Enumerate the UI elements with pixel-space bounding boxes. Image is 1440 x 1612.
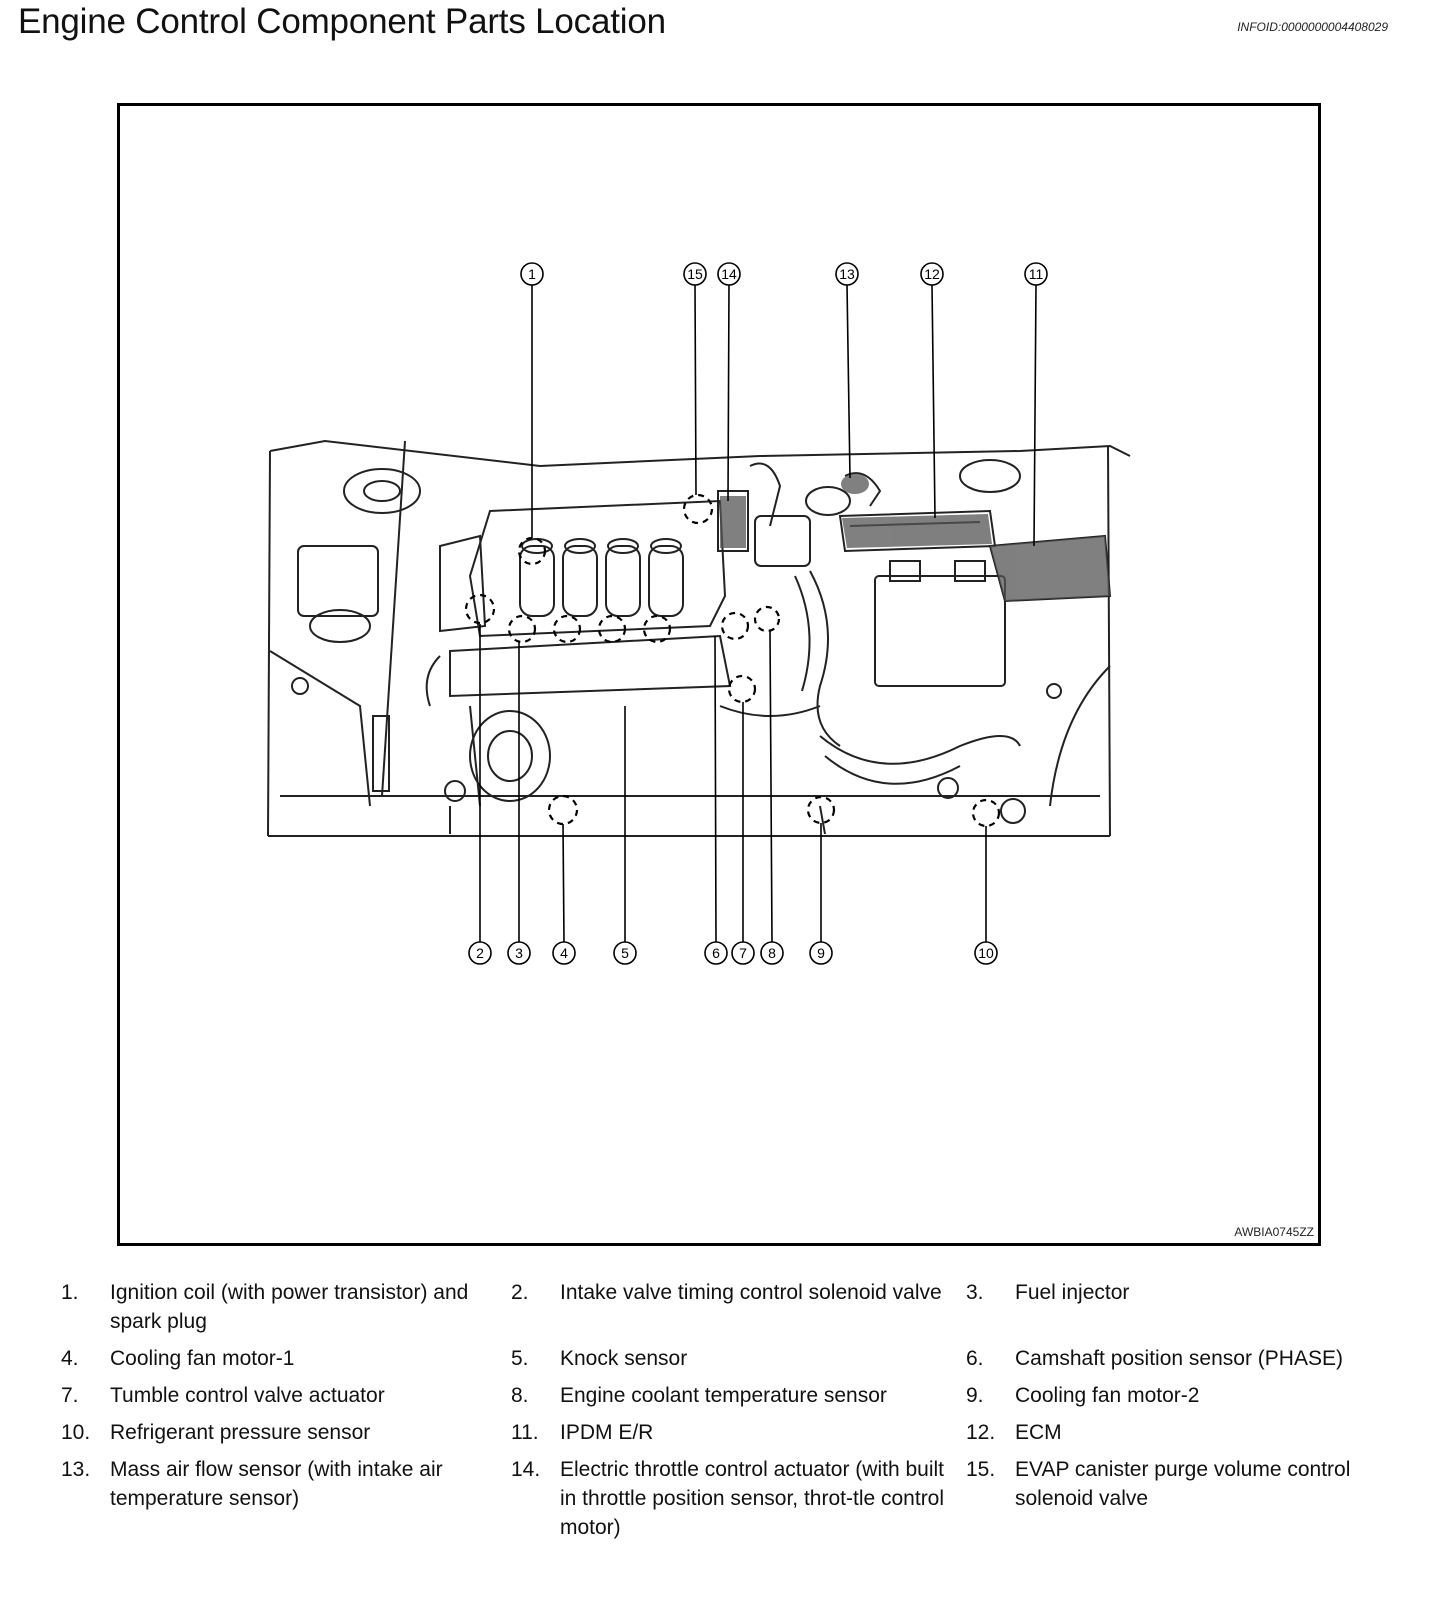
legend-item: 4. Cooling fan motor-1	[55, 1344, 505, 1373]
callout-9: 9	[809, 941, 833, 965]
legend-item: 13. Mass air flow sensor (with intake air…	[55, 1455, 505, 1542]
legend-number: 2.	[511, 1281, 529, 1304]
legend-text: IPDM E/R	[560, 1421, 654, 1444]
legend-number: 4.	[61, 1347, 79, 1370]
legend-number: 14.	[511, 1458, 541, 1481]
engine-diagram: 1 15 14 13 12 11 2 3 4 5 6 7 8 9 10 AWBI…	[117, 103, 1321, 1246]
legend-text: Knock sensor	[560, 1347, 688, 1370]
legend-number: 7.	[61, 1384, 79, 1407]
legend-item: 14. Electric throttle control actuator (w…	[505, 1455, 960, 1542]
svg-text:1: 1	[528, 266, 536, 282]
callout-12: 12	[920, 262, 944, 286]
legend-row: 10. Refrigerant pressure sensor 11. IPDM E…	[55, 1418, 1395, 1447]
svg-text:9: 9	[817, 945, 825, 961]
legend-text: EVAP canister purge volume control solen…	[1015, 1458, 1351, 1510]
legend-item: 10. Refrigerant pressure sensor	[55, 1418, 505, 1447]
engine-bay-outline	[267, 439, 1131, 837]
page-title: Engine Control Component Parts Location	[18, 2, 666, 41]
engine-drawing: 1 15 14 13 12 11 2 3 4 5 6 7 8 9 10	[267, 262, 1131, 965]
svg-text:14: 14	[721, 266, 737, 282]
parts-legend: 1. Ignition coil (with power transistor) …	[55, 1278, 1395, 1550]
legend-number: 9.	[966, 1384, 984, 1407]
legend-item: 9. Cooling fan motor-2	[960, 1381, 1395, 1410]
legend-text: Camshaft position sensor (PHASE)	[1015, 1347, 1343, 1370]
callout-7: 7	[731, 941, 755, 965]
legend-item: 11. IPDM E/R	[505, 1418, 960, 1447]
legend-text: Engine coolant temperature sensor	[560, 1384, 887, 1407]
callout-11: 11	[1024, 262, 1048, 286]
svg-text:15: 15	[687, 266, 703, 282]
legend-number: 8.	[511, 1384, 529, 1407]
legend-number: 1.	[61, 1281, 79, 1304]
svg-text:7: 7	[739, 945, 747, 961]
callout-13: 13	[835, 262, 859, 286]
legend-number: 13.	[61, 1458, 91, 1481]
info-id: INFOID:0000000004408029	[1237, 20, 1388, 34]
legend-text: Refrigerant pressure sensor	[110, 1421, 371, 1444]
legend-number: 15.	[966, 1458, 996, 1481]
legend-text: Fuel injector	[1015, 1281, 1130, 1304]
legend-text: ECM	[1015, 1421, 1062, 1444]
callout-8: 8	[760, 941, 784, 965]
svg-text:13: 13	[839, 266, 855, 282]
legend-number: 6.	[966, 1347, 984, 1370]
legend-item: 8. Engine coolant temperature sensor	[505, 1381, 960, 1410]
callout-3: 3	[507, 941, 531, 965]
svg-text:5: 5	[621, 945, 629, 961]
svg-text:10: 10	[978, 945, 994, 961]
svg-text:11: 11	[1029, 266, 1044, 282]
svg-text:3: 3	[515, 945, 523, 961]
figure-code: AWBIA0745ZZ	[1234, 1225, 1314, 1239]
legend-number: 10.	[61, 1421, 91, 1444]
legend-text: Cooling fan motor-1	[110, 1347, 295, 1370]
callout-5: 5	[613, 941, 637, 965]
svg-text:12: 12	[924, 266, 940, 282]
legend-row: 7. Tumble control valve actuator 8. Engine…	[55, 1381, 1395, 1410]
legend-text: Intake valve timing control solenoid val…	[560, 1281, 942, 1304]
legend-row: 1. Ignition coil (with power transistor) …	[55, 1278, 1395, 1336]
legend-item: 5. Knock sensor	[505, 1344, 960, 1373]
legend-text: Ignition coil (with power transistor) an…	[110, 1281, 469, 1333]
legend-number: 5.	[511, 1347, 529, 1370]
legend-text: Tumble control valve actuator	[110, 1384, 385, 1407]
svg-text:8: 8	[768, 945, 776, 961]
callout-1: 1	[520, 262, 544, 286]
shaded-components	[720, 474, 1110, 601]
legend-item: 15. EVAP canister purge volume control so…	[960, 1455, 1395, 1542]
legend-item: 2. Intake valve timing control solenoid v…	[505, 1278, 960, 1336]
legend-text: Cooling fan motor-2	[1015, 1384, 1200, 1407]
legend-number: 11.	[511, 1421, 539, 1444]
legend-number: 3.	[966, 1281, 984, 1304]
legend-row: 4. Cooling fan motor-1 5. Knock sensor 6. C…	[55, 1344, 1395, 1373]
callout-labels: 1 15 14 13 12 11 2 3 4 5 6 7 8 9 10	[468, 262, 1048, 965]
callout-6: 6	[704, 941, 728, 965]
legend-item: 6. Camshaft position sensor (PHASE)	[960, 1344, 1395, 1373]
svg-text:2: 2	[476, 945, 484, 961]
legend-text: Mass air flow sensor (with intake air te…	[110, 1458, 443, 1510]
svg-text:6: 6	[712, 945, 720, 961]
callout-4: 4	[552, 941, 576, 965]
legend-item: 7. Tumble control valve actuator	[55, 1381, 505, 1410]
legend-number: 12.	[966, 1421, 996, 1444]
leader-lines	[479, 284, 1037, 943]
legend-item: 12. ECM	[960, 1418, 1395, 1447]
svg-text:4: 4	[560, 945, 568, 961]
legend-item: 1. Ignition coil (with power transistor) …	[55, 1278, 505, 1336]
legend-item: 3. Fuel injector	[960, 1278, 1395, 1336]
callout-2: 2	[468, 941, 492, 965]
callout-14: 14	[717, 262, 741, 286]
location-circles	[464, 493, 1001, 828]
legend-row: 13. Mass air flow sensor (with intake air…	[55, 1455, 1395, 1542]
callout-10: 10	[974, 941, 998, 965]
callout-15: 15	[683, 262, 707, 286]
legend-text: Electric throttle control actuator (with…	[560, 1458, 945, 1539]
